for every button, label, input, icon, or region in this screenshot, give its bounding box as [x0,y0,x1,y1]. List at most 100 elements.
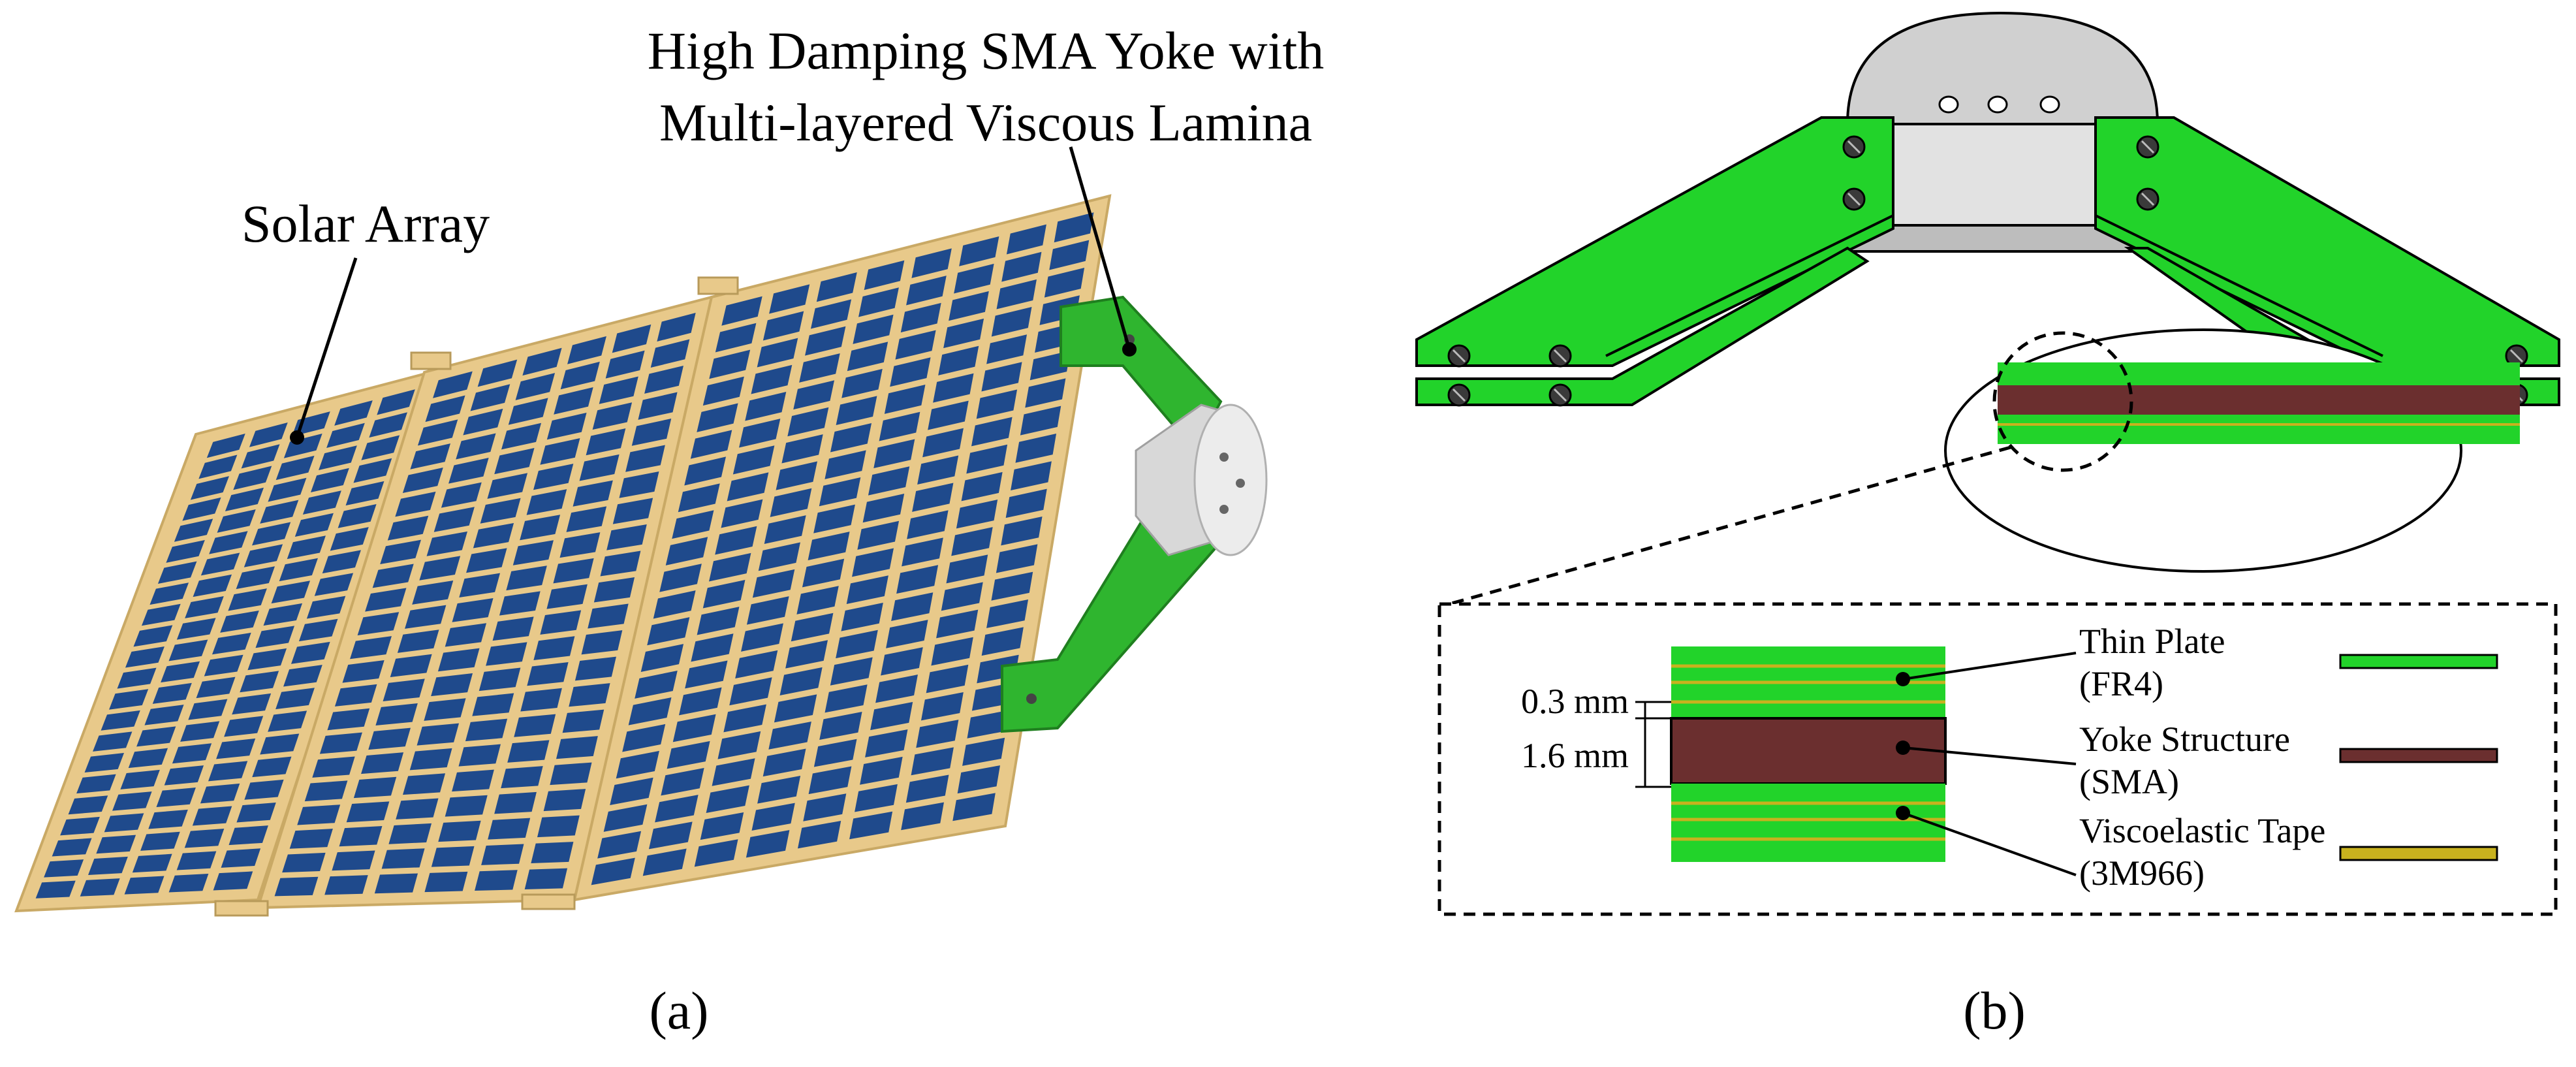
solar-cell [723,704,766,733]
solar-cell [758,542,800,571]
solar-cell [492,616,534,641]
solar-cell [117,667,157,689]
solar-cell [916,720,959,748]
solar-cell [198,454,238,479]
solar-cell [200,552,240,576]
solar-cell [746,596,789,625]
solar-cell [566,506,607,532]
legend-swatch-tape [2339,846,2498,861]
solar-cell [84,753,125,773]
solar-cell [533,636,575,661]
solar-cell [441,482,482,508]
solar-cell [697,403,738,432]
solar-cell [573,480,613,507]
magnified-layer-brown [1998,385,2520,415]
dimension-yoke-label: 1.6 mm [1521,736,1629,775]
arm-line [2095,214,2383,357]
solar-cell [419,556,461,581]
solar-cell [368,727,411,750]
solar-cell [164,765,204,786]
solar-cell [600,550,641,577]
solar-cell [330,527,369,551]
solar-cell [1005,488,1047,518]
solar-cell [986,334,1028,364]
solar-cell [961,471,1003,502]
solar-cell [757,338,798,368]
solar-cell [387,515,429,541]
solar-cell [193,574,232,597]
solar-cell [949,291,989,321]
solar-cell [180,721,220,742]
solar-cell [543,789,586,812]
solar-cell [890,357,931,387]
solar-cell [405,605,447,629]
solar-cell [841,603,883,631]
solar-cell [260,500,299,524]
callout-yoke-line1: High Damping SMA Yoke with [648,21,1325,80]
solar-cell [967,710,1010,739]
solar-cell [907,510,949,539]
solar-cell [685,660,728,689]
solar-cell [847,342,888,372]
solar-cell [625,445,665,472]
solar-cell [221,848,261,868]
solar-cell [1001,251,1042,282]
solar-cell [709,349,751,379]
solar-cell [297,804,341,825]
legend-title-thin-plate: Thin Plate [2079,622,2225,661]
solar-cell [729,677,772,706]
solar-cell [524,868,568,889]
solar-panel-3-cells [591,212,1094,885]
solar-cell [314,573,354,596]
solar-cell [802,558,845,588]
solar-cell [1044,267,1085,298]
solar-cell [768,721,811,750]
solar-cell [706,785,749,813]
center-block [1892,123,2097,236]
solar-cell [678,687,722,716]
solar-cell [128,748,168,769]
solar-cell [361,435,400,460]
solar-cell [283,665,322,687]
solar-cell [322,550,361,574]
solar-cell [951,527,993,556]
solar-cell [901,802,944,831]
solar-cell [459,573,501,597]
solar-cell [431,673,473,697]
solar-cell [644,366,683,394]
solar-cell [501,766,543,789]
solar-cell [884,385,926,414]
solar-cell [120,769,160,789]
solar-cell [1020,406,1061,436]
solar-cell [402,773,446,795]
solar-cell [852,548,894,577]
solar-cell [891,592,934,621]
solar-cell [560,361,600,390]
solar-cell [751,803,795,831]
solar-cell [631,419,672,446]
solar-cell [263,603,303,626]
solar-cell [52,838,92,857]
solar-cell [225,487,264,512]
legend-swatch-yoke [2339,748,2498,763]
solar-cell [416,723,460,746]
solar-cell [268,477,307,502]
solar-cell [80,878,120,897]
solar-cell [494,791,537,814]
solar-cell [172,743,212,764]
legend-sub-thin-plate: (FR4) [2079,664,2163,703]
solar-cell [417,419,458,446]
solar-panel-2-cells [274,313,696,897]
solar-cell [375,703,418,726]
solar-cell [506,565,547,591]
solar-cell [864,260,905,291]
solar-cell [192,806,232,826]
legend: Thin Plate (FR4) Yoke Structure (SMA) Vi… [2079,622,2498,893]
solar-cell [141,603,181,626]
solar-cell [487,473,528,499]
solar-cell [912,483,954,512]
solar-cell [527,662,569,686]
solar-cell [606,524,647,550]
solar-cell [1054,212,1094,243]
